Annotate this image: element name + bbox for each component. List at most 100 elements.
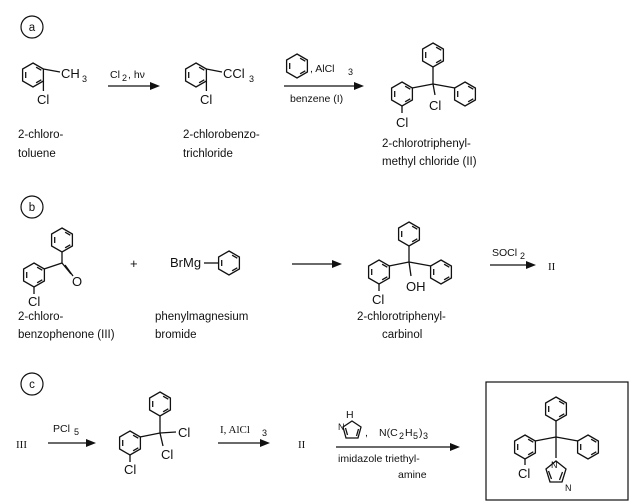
ccl3-group: CCl	[223, 66, 245, 81]
benzene-ring	[429, 259, 453, 285]
cl-atom: Cl	[518, 466, 530, 481]
cl-atom: Cl	[372, 292, 384, 307]
reagent-amine: amine	[398, 469, 427, 481]
phenylmagnesium-label-1: phenylmagnesium	[155, 311, 248, 323]
chlorobenzophenone-label-1: 2-chloro-	[18, 311, 64, 323]
part-b-letter: b	[29, 202, 35, 214]
reagent-alcl3-sub: 3	[348, 67, 353, 77]
chlorotriphenylmethyl-label-1: 2-chlorotriphenyl-	[382, 138, 471, 150]
clotrimazole-structure: Cl N N	[513, 396, 600, 493]
product-ii: II	[548, 261, 556, 273]
benzene-reagent-icon	[285, 53, 309, 79]
benzene-ring	[390, 81, 414, 107]
benzene-ring	[576, 434, 600, 460]
cl-atom: Cl	[200, 92, 212, 107]
reaction-arrow-a2: , AlCl 3 benzene (I)	[284, 53, 364, 105]
part-c: c III PCl 5 Cl Cl Cl I, AlCl 3 II	[16, 372, 629, 501]
reagent-cl2: Cl	[110, 69, 120, 81]
benzene-ring	[453, 81, 477, 107]
reagent-socl2-sub: 2	[520, 251, 525, 261]
phenylmagnesium-bromide-structure: BrMg	[170, 250, 241, 276]
reagent-benzene-i: benzene (I)	[290, 93, 343, 105]
start-iii: III	[16, 439, 27, 451]
benzene-ring	[21, 62, 45, 88]
part-a-marker	[20, 15, 44, 39]
cl-atom: Cl	[28, 294, 40, 309]
cl-atom: Cl	[37, 92, 49, 107]
n-atom: N	[338, 422, 345, 432]
reagent-pcl5: PCl	[53, 423, 70, 435]
imidazole-reagent-icon: H N	[338, 409, 362, 439]
reagent-net3-b: 2	[399, 431, 404, 441]
chlorotoluene-label-2: toluene	[18, 148, 56, 160]
chlorobenzophenone-dichloride-structure: Cl Cl Cl	[118, 391, 190, 477]
cl-atom: Cl	[429, 98, 441, 113]
n-atom: N	[565, 483, 572, 493]
reagent-pcl5-sub: 5	[74, 427, 79, 437]
benzene-ring	[118, 430, 142, 456]
part-c-letter: c	[29, 379, 35, 391]
chlorotriphenylmethyl-chloride-structure: Cl Cl	[390, 42, 477, 130]
oh-group: OH	[406, 279, 426, 294]
chlorotoluene-structure: CH 3 Cl	[21, 62, 87, 107]
chlorotriphenylmethyl-label-2: methyl chloride (II)	[382, 156, 477, 168]
benzene-ring	[513, 434, 537, 460]
reagent-i-alcl3: I, AlCl	[220, 424, 250, 436]
product-ii: II	[298, 439, 306, 451]
reagent-net3-f: 3	[423, 431, 428, 441]
benzene-ring	[184, 62, 208, 88]
reagent-i-alcl3-sub: 3	[262, 428, 267, 438]
cl-atom: Cl	[178, 425, 190, 440]
reagent-net3-e: )	[419, 427, 423, 439]
chlorotriphenylcarbinol-structure: OH Cl	[367, 221, 453, 307]
n-atom: N	[551, 460, 558, 470]
benzene-ring	[421, 42, 445, 68]
benzene-ring	[544, 396, 568, 422]
reaction-arrow-a1: Cl 2 , hν	[108, 69, 160, 90]
cl-atom: Cl	[161, 447, 173, 462]
phenylmagnesium-label-2: bromide	[155, 329, 197, 341]
reagent-imidazole-triethyl: imidazole triethyl-	[338, 453, 420, 465]
reagent-net3-c: H	[405, 427, 413, 439]
reaction-arrow-b2: SOCl 2 II	[490, 247, 556, 273]
brmg-group: BrMg	[170, 255, 201, 270]
ch3-group: CH	[61, 66, 80, 81]
reagent-alcl3: , AlCl	[310, 63, 335, 75]
part-c-marker	[20, 372, 44, 396]
part-a: a CH 3 Cl 2-chloro- toluene Cl 2 , hν CC…	[18, 15, 477, 168]
carbinol-label-2: carbinol	[382, 329, 422, 341]
benzene-ring	[397, 221, 421, 247]
reagent-socl2: SOCl	[492, 247, 517, 259]
benzene-ring	[148, 391, 172, 417]
chlorobenzotrichloride-label-2: trichloride	[183, 148, 233, 160]
ch3-subscript: 3	[82, 74, 87, 84]
cl-atom: Cl	[124, 462, 136, 477]
reaction-arrow-c3: H N , N(C 2 H 5 ) 3 imidazole triethyl- …	[336, 409, 460, 481]
carbinol-label-1: 2-chlorotriphenyl-	[357, 311, 446, 323]
part-a-letter: a	[29, 22, 36, 34]
part-b: b O Cl 2-chloro- benzophenone (III) + Br…	[18, 195, 556, 341]
final-product-box	[485, 381, 629, 501]
reaction-arrow-c1: PCl 5	[48, 423, 96, 447]
benzene-ring	[22, 262, 46, 288]
reaction-arrow-c2: I, AlCl 3 II	[218, 424, 306, 451]
reagent-net3-d: 5	[413, 431, 418, 441]
reagent-net3-a: N(C	[379, 427, 398, 439]
part-b-marker	[20, 195, 44, 219]
reagent-hv: , hν	[128, 69, 145, 81]
o-atom: O	[72, 274, 82, 289]
chlorobenzotrichloride-structure: CCl 3 Cl	[184, 62, 254, 107]
plus-sign: +	[130, 256, 138, 271]
ccl3-subscript: 3	[249, 74, 254, 84]
reagent-comma: ,	[365, 427, 368, 439]
imidazole-ring: N	[545, 460, 572, 493]
benzene-ring	[50, 227, 74, 253]
chlorobenzophenone-structure: O Cl	[22, 227, 82, 309]
cl-atom: Cl	[396, 115, 408, 130]
reagent-cl2-sub: 2	[122, 73, 127, 83]
benzene-ring	[217, 250, 241, 276]
nh-atom: H	[346, 409, 354, 421]
chlorobenzotrichloride-label-1: 2-chlorobenzo-	[183, 129, 260, 141]
